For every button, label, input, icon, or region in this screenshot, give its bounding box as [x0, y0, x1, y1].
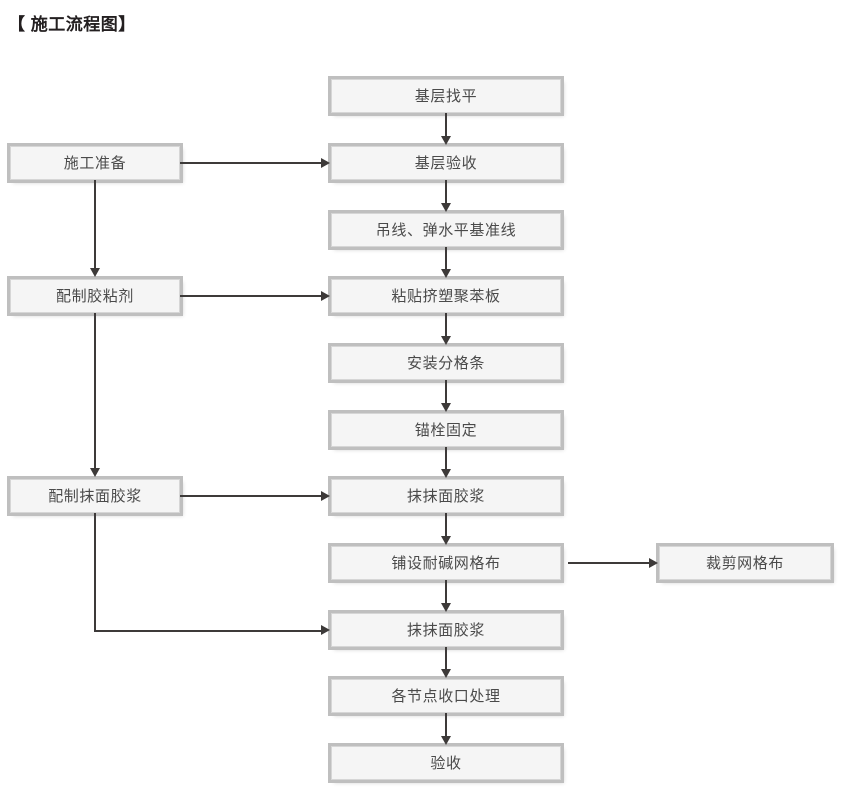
edge-m8-m9-line — [445, 580, 447, 604]
edge-l1-m2-arrow — [321, 158, 330, 168]
edge-m6-m7-line — [445, 447, 447, 470]
edge-m8-m9-arrow — [441, 603, 451, 612]
edge-m8-r1-line — [568, 562, 650, 564]
edge-m5-m6-arrow — [441, 403, 451, 412]
edge-m6-m7-arrow — [441, 469, 451, 478]
node-base-leveling[interactable]: 基层找平 — [328, 76, 564, 116]
edge-m5-m6-line — [445, 380, 447, 404]
node-install-grid-strips[interactable]: 安装分格条 — [328, 343, 564, 383]
edge-m4-m5-arrow — [441, 336, 451, 345]
edge-l3-m9-vertical — [94, 513, 96, 631]
edge-m10-m11-line — [445, 713, 447, 737]
node-final-acceptance[interactable]: 验收 — [328, 743, 564, 783]
edge-l2-l3-line — [94, 313, 96, 469]
node-prepare-adhesive[interactable]: 配制胶粘剂 — [7, 276, 183, 316]
edge-m8-r1-arrow — [649, 558, 658, 568]
node-lay-alkali-resistant-mesh[interactable]: 铺设耐碱网格布 — [328, 543, 564, 583]
edge-m9-m10-line — [445, 647, 447, 670]
edge-m4-m5-line — [445, 313, 447, 337]
edge-m7-m8-arrow — [441, 536, 451, 545]
node-anchor-bolt-fixing[interactable]: 锚栓固定 — [328, 410, 564, 450]
node-plumb-and-level-lines[interactable]: 吊线、弹水平基准线 — [328, 210, 564, 250]
page-title: 【 施工流程图】 — [8, 15, 136, 34]
node-bond-xps-board[interactable]: 粘贴挤塑聚苯板 — [328, 276, 564, 316]
edge-m1-m2-arrow — [441, 136, 451, 145]
edge-m3-m4-arrow — [441, 269, 451, 278]
edge-m7-m8-line — [445, 513, 447, 537]
node-cut-mesh-cloth[interactable]: 裁剪网格布 — [656, 543, 834, 583]
edge-m10-m11-arrow — [441, 736, 451, 745]
edge-l2-l3-arrow — [90, 468, 100, 477]
edge-l3-m7-line — [180, 495, 322, 497]
node-joint-closure-treatment[interactable]: 各节点收口处理 — [328, 676, 564, 716]
node-base-acceptance[interactable]: 基层验收 — [328, 143, 564, 183]
edge-l2-m4-line — [180, 295, 322, 297]
node-apply-skim-mortar-second[interactable]: 抹抹面胶浆 — [328, 610, 564, 650]
edge-m2-m3-arrow — [441, 203, 451, 212]
edge-l3-m9-arrow — [321, 625, 330, 635]
edge-m2-m3-line — [445, 180, 447, 204]
edge-m9-m10-arrow — [441, 669, 451, 678]
edge-m1-m2-line — [445, 113, 447, 137]
edge-l2-m4-arrow — [321, 291, 330, 301]
edge-l1-m2-line — [180, 162, 322, 164]
node-construction-preparation[interactable]: 施工准备 — [7, 143, 183, 183]
edge-l1-l2-arrow — [90, 268, 100, 277]
node-prepare-skim-mortar[interactable]: 配制抹面胶浆 — [7, 476, 183, 516]
edge-m3-m4-line — [445, 247, 447, 270]
node-apply-skim-mortar-first[interactable]: 抹抹面胶浆 — [328, 476, 564, 516]
edge-l3-m7-arrow — [321, 491, 330, 501]
edge-l1-l2-line — [94, 180, 96, 269]
edge-l3-m9-horizontal — [94, 630, 322, 632]
